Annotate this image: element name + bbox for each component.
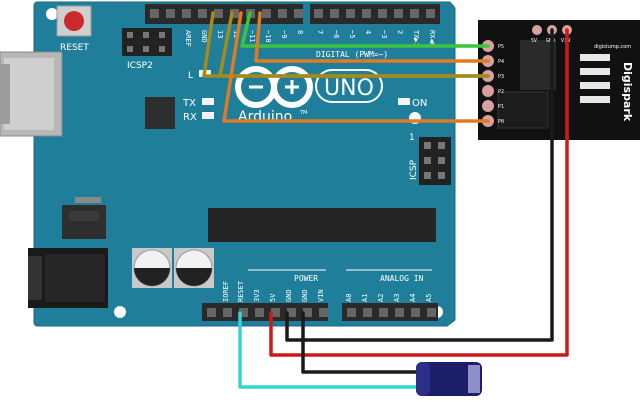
analog-pin-label: A0 [345,294,353,302]
digital-label: DIGITAL (PWM=~) [316,50,388,59]
icsp-pin1-label: 1 [409,133,415,143]
power-pin-labels: IOREF RESET 3V3 5V GND GND VIN [222,280,325,302]
power-pin-label: 3V3 [253,289,261,302]
wire-orange [254,11,490,63]
gnd-label: GND [200,30,208,43]
on-led [398,98,410,105]
digital-pin-label: 2 [396,30,404,34]
digital-pin-label: ~11 [248,30,256,43]
digital-pin-label: RX◀0 [428,30,436,47]
reset-label: RESET [60,43,89,53]
icsp-label: ICSP [409,159,419,180]
digital-header-right [310,4,440,24]
digital-pin-label: ~5 [348,30,356,38]
power-pin-label: IOREF [222,281,230,302]
digispark-chip [497,91,549,129]
digital-pin-label: 4 [364,30,372,34]
capacitor-icon [416,362,482,396]
arduino-uno-board: RESET ICSP2 AREF [0,1,456,327]
mounting-hole [114,306,126,318]
tx-label: TX [182,98,196,109]
digispark-power-label: 5V [531,38,537,44]
wires [202,11,569,389]
digital-pin-label: TX▶1 [412,30,420,47]
digital-pin-label: ~3 [380,30,388,38]
usb-chip [145,97,175,129]
icsp-header [419,137,451,185]
arduino-logo-icon [235,66,313,108]
analog-pin-label: A1 [361,294,369,302]
aref-label: AREF [184,30,192,47]
arduino-logo-signs [249,80,299,94]
analog-label: ANALOG IN [380,274,424,283]
l-led-label: L [188,71,193,81]
analog-pin-labels: A0 A1 A2 A3 A4 A5 [345,294,433,302]
digispark-regulator [520,40,556,90]
rx-led [202,112,214,119]
digital-header-left [145,4,303,24]
digital-pin-label: ~6 [332,30,340,38]
wire-red [269,28,569,357]
digispark-pin-label: P5 [498,44,504,50]
mounting-hole [46,8,58,20]
digital-pin-label: 13 [216,30,224,38]
digital-pin-label: ~9 [280,30,288,38]
onboard-capacitor [132,248,172,288]
voltage-regulator [62,197,106,239]
power-header [202,303,328,321]
digispark-pin-label: P0 [498,119,504,125]
model-label: UNO [324,76,374,101]
onboard-capacitor [174,248,214,288]
analog-header [342,303,438,321]
analog-pin-label: A3 [393,294,401,302]
power-pin-label: GND [285,289,293,302]
wire-black [301,311,420,374]
wire-orange [222,11,490,123]
analog-pin-label: A5 [425,294,433,302]
digispark-site: digistump.com [594,44,631,50]
wire-green [240,11,490,48]
reset-button-icon [56,5,92,37]
on-label: ON [412,98,427,109]
rx-label: RX [183,112,197,123]
analog-pin-label: A4 [409,294,417,302]
power-pin-label: RESET [237,280,245,302]
usb-connector-icon [0,51,63,137]
digital-pin-label: 8 [296,30,304,34]
digispark-pin-label: P2 [498,89,504,95]
digispark-board: P5 P4 P3 P2 P1 P0 5V GND VIN Digispark d… [478,20,640,140]
digital-pin-label: 7 [316,30,324,34]
atmega328-chip [208,208,436,242]
digispark-brand: Digispark [621,62,634,122]
power-pin-label: VIN [317,289,325,302]
power-jack-icon [28,248,108,308]
analog-pin-label: A2 [377,294,385,302]
power-pin-label: GND [301,289,309,302]
wire-cyan [238,311,420,389]
digispark-pin-label: P4 [498,59,504,65]
digispark-pin-label: P3 [498,74,504,80]
digispark-usb-contacts [580,54,610,103]
tx-led [202,98,214,105]
uno-badge [315,69,383,103]
brand-tm-label: TM [299,110,307,116]
power-label: POWER [294,274,318,283]
digispark-pin-label: P1 [498,104,504,110]
wire-olive [202,11,490,78]
digital-pin-label: ~10 [264,30,272,43]
icsp2-label: ICSP2 [127,61,153,71]
icsp2-header [122,28,172,56]
wire-black [285,28,554,342]
power-pin-label: 5V [269,293,277,302]
